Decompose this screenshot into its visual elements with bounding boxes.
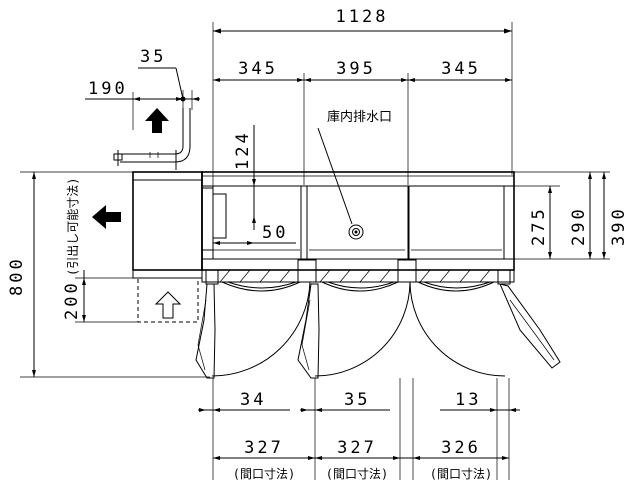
gap-35-label: 35 [344, 390, 370, 410]
opening-note-2: (間口寸法) [326, 467, 388, 481]
pullout-200-label: 200 [62, 280, 82, 320]
depth-275-label: 275 [529, 206, 549, 246]
depth-390-label: 390 [609, 206, 628, 246]
dim-total-width: 1128 [212, 7, 513, 190]
gap-34-label: 34 [240, 390, 266, 410]
dim-right: 275 290 390 [514, 171, 628, 260]
dim-124-50: 124 50 [213, 125, 296, 245]
section-middle-label: 395 [336, 59, 376, 79]
arrow-up-outline-icon [154, 291, 182, 319]
arrow-left-solid-icon [92, 205, 121, 229]
dim-left: 800 200 (引出し可能寸法) [7, 171, 210, 378]
gap-13-label: 13 [455, 390, 481, 410]
dim-openings: 327 327 326 (間口寸法) (間口寸法) (間口寸法) [213, 438, 509, 481]
top-small-label: 35 [140, 47, 166, 67]
height-800-label: 800 [7, 256, 27, 296]
dim-gaps: 34 35 13 [198, 378, 520, 480]
dim-50-label: 50 [262, 223, 288, 243]
total-width-label: 1128 [336, 7, 389, 27]
door-track [201, 259, 515, 292]
dim-sections: 345 395 345 [213, 59, 512, 185]
drain-callout: 庫内排水口 [317, 109, 392, 225]
main-body [201, 171, 515, 271]
side-offset-label: 190 [88, 79, 128, 99]
opening-1-label: 327 [244, 438, 284, 458]
depth-290-label: 290 [569, 206, 589, 246]
opening-note-1: (間口寸法) [233, 467, 295, 481]
opening-3-label: 326 [441, 438, 481, 458]
vertical-124-label: 124 [233, 130, 253, 170]
dim-top-left: 35 190 [85, 47, 200, 130]
section-right-label: 345 [441, 59, 481, 79]
pipe [113, 108, 191, 170]
opening-note-3: (間口寸法) [430, 467, 492, 481]
door-swings [195, 281, 561, 379]
section-left-label: 345 [238, 59, 278, 79]
side-unit [132, 171, 214, 323]
arrow-up-solid-icon [145, 108, 169, 133]
opening-2-label: 327 [337, 438, 377, 458]
pullout-note: (引出し可能寸法) [66, 178, 80, 276]
drain-label: 庫内排水口 [327, 109, 392, 125]
